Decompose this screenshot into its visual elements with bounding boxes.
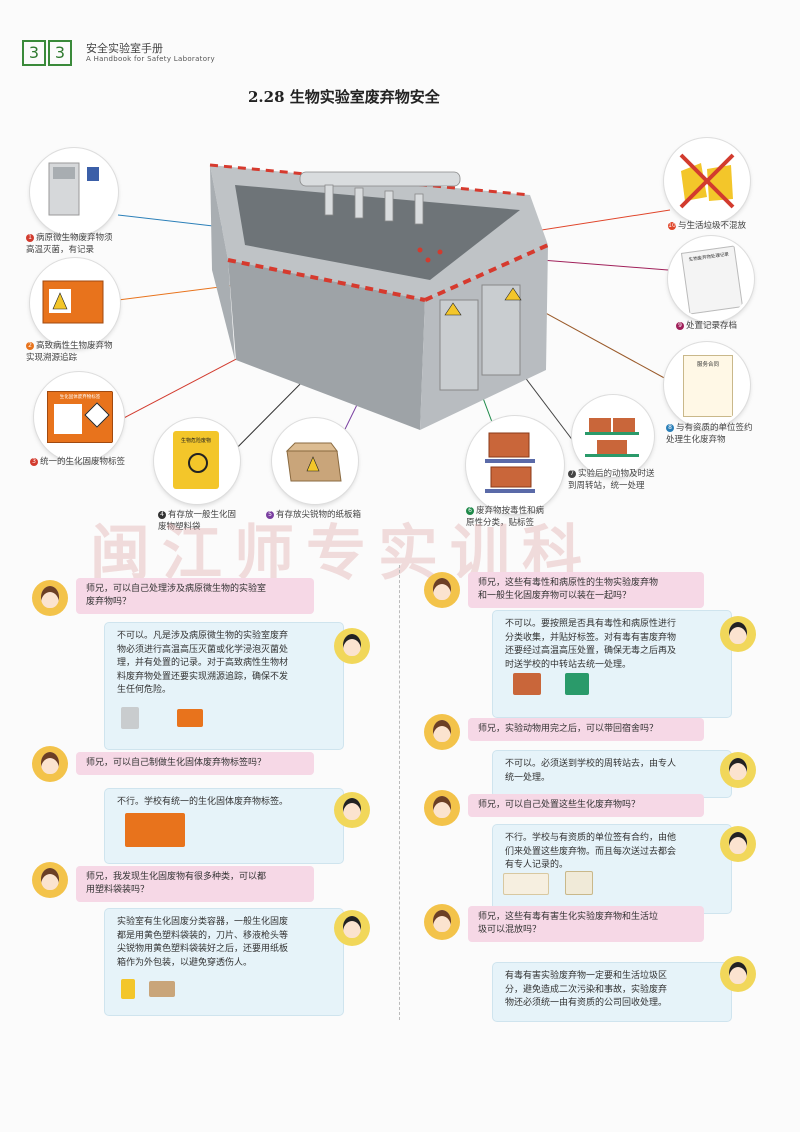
student-avatar (32, 580, 68, 616)
contract-title: 服务合同 (696, 362, 719, 368)
page-digit: 3 (22, 40, 46, 66)
station-interior (235, 185, 520, 280)
senior-avatar (720, 752, 756, 788)
question-bubble: 师兄，这些有毒有害生化实验废弃物和生活垃 圾可以混放吗？ (468, 906, 704, 942)
senior-avatar (334, 628, 370, 664)
callout-text: 有存放尖锐物的纸板箱 (276, 510, 362, 520)
callout-number: 7 (568, 470, 576, 478)
hazard-box-thumb (177, 709, 203, 727)
callout-number: 9 (676, 322, 684, 330)
hazard-container-image (30, 258, 120, 348)
callout-text: 与有资质的单位签约 处理生化废弃物 (666, 423, 753, 445)
sharps-box-thumb (149, 981, 175, 997)
callout-text: 有存放一般生化固 废物塑料袋 (158, 510, 237, 532)
label-thumb (125, 813, 185, 847)
station-left-edge (210, 165, 235, 360)
callout-text: 病原微生物废弃物须 高温灭菌，有记录 (26, 233, 113, 255)
callout-text: 处置记录存档 (686, 321, 738, 331)
student-avatar (424, 714, 460, 750)
senior-avatar (720, 826, 756, 862)
student-avatar (424, 904, 460, 940)
question-bubble: 师兄，我发现生化固废物有很多种类，可以都 用塑料袋装吗？ (76, 866, 314, 902)
student-avatar (424, 790, 460, 826)
records-archive-image: 生物废弃物处理记录 (668, 236, 754, 322)
answer-text: 不行。学校有统一的生化固体废弃物标签。 (117, 797, 289, 807)
answer-bubble: 不行。学校与有资质的单位签有合约，由他 们来处置这些废弃物。而且每次送过去都会 … (492, 824, 732, 914)
question-bubble: 师兄，可以自己处置这些生化废弃物吗？ (468, 794, 704, 817)
answer-bubble: 不行。学校有统一的生化固体废弃物标签。 (104, 788, 344, 864)
answer-bubble: 不可以。要按照是否具有毒性和病原性进行 分类收集，并贴好标签。对有毒有害废弃物 … (492, 610, 732, 718)
callout-number: 8 (666, 424, 674, 432)
answer-bubble: 不可以。凡是涉及病原微生物的实验室废弃 物必须进行高温高压灭菌或化学浸泡灭菌处 … (104, 622, 344, 750)
answer-text: 实验室有生化固废分类容器，一般生化固废 都是用黄色塑料袋装的，刀片、移液枪头等 … (117, 917, 289, 968)
callout-text: 高致病性生物废弃物 实现溯源追踪 (26, 341, 113, 363)
notebook-thumb (565, 871, 593, 895)
no-mixing-image (664, 138, 750, 224)
notebook-title: 生物废弃物处理记录 (688, 252, 730, 264)
student-avatar (32, 862, 68, 898)
senior-avatar (720, 616, 756, 652)
book-subtitle: A Handbook for Safety Laboratory (86, 55, 215, 63)
student-avatar (32, 746, 68, 782)
question-bubble: 师兄，可以自己制做生化固体废弃物标签吗？ (76, 752, 314, 775)
senior-avatar (720, 956, 756, 992)
callout-number: 1 (26, 234, 34, 242)
service-contract-image: 服务合同 (664, 342, 750, 428)
answer-bubble: 实验室有生化固废分类容器，一般生化固废 都是用黄色塑料袋装的，刀片、移液枪头等 … (104, 908, 344, 1016)
student-avatar (424, 572, 460, 608)
callout-text: 实验后的动物及时送 到周转站，统一处理 (568, 469, 655, 491)
callout-number: 6 (466, 507, 474, 515)
page-digit: 3 (48, 40, 72, 66)
label-card-title: 生化固体废弃物标签 (59, 395, 101, 400)
question-bubble: 师兄，这些有毒性和病原性的生物实验废弃物 和一般生化固废弃物可以装在一起吗？ (468, 572, 704, 608)
answer-text: 不可以。要按照是否具有毒性和病原性进行 分类收集，并贴好标签。对有毒有害废弃物 … (505, 619, 677, 670)
autoclave-thumb (121, 707, 139, 729)
callout-number: 4 (158, 511, 166, 519)
callout-text: 废弃物按毒性和病 原性分类，贴标签 (466, 506, 545, 528)
waste-station-illustration (117, 163, 671, 471)
contract-thumb (503, 873, 549, 895)
answer-text: 不可以。凡是涉及病原微生物的实验室废弃 物必须进行高温高压灭菌或化学浸泡灭菌处 … (117, 631, 289, 695)
question-bubble: 师兄，实验动物用完之后，可以带回宿舍吗？ (468, 718, 704, 741)
book-title: 安全实验室手册 (86, 42, 163, 55)
yellow-bag-image: 生物危险废物 (154, 418, 240, 504)
page-number: 3 3 (22, 40, 74, 66)
callout-number: 2 (26, 342, 34, 350)
yellow-bag-thumb (121, 979, 135, 999)
senior-avatar (334, 910, 370, 946)
callout-number: 3 (30, 458, 38, 466)
answer-text: 不行。学校与有资质的单位签有合约，由他 们来处置这些废弃物。而且每次送过去都会 … (505, 833, 677, 870)
cart-thumb (565, 673, 589, 695)
station-front (228, 260, 425, 430)
answer-bubble: 不可以。必须送到学校的周转站去，由专人 统一处理。 (492, 750, 732, 798)
bag-text: 生物危险废物 (180, 438, 211, 444)
transfer-cart-image (572, 395, 654, 477)
waste-label-image: 生化固体废弃物标签 (34, 372, 124, 462)
callout-text: 与生活垃圾不混放 (678, 221, 747, 231)
section-title: 2.28 生物实验室废弃物安全 (248, 88, 440, 106)
question-bubble: 师兄，可以自己处理涉及病原微生物的实验室 废弃物吗？ (76, 578, 314, 614)
callout-number: 5 (266, 511, 274, 519)
callout-number: 10 (668, 222, 676, 230)
callout-text: 统一的生化固废物标签 (40, 457, 126, 467)
column-divider (399, 565, 400, 1020)
classified-boxes-image (466, 416, 564, 514)
senior-avatar (334, 792, 370, 828)
answer-bubble: 有毒有害实验废弃物一定要和生活垃圾区 分，避免造成二次污染和事故，实验废弃 物还… (492, 962, 732, 1022)
boxes-thumb (513, 673, 541, 695)
autoclave-image (30, 148, 118, 236)
sharps-box-image (272, 418, 358, 504)
